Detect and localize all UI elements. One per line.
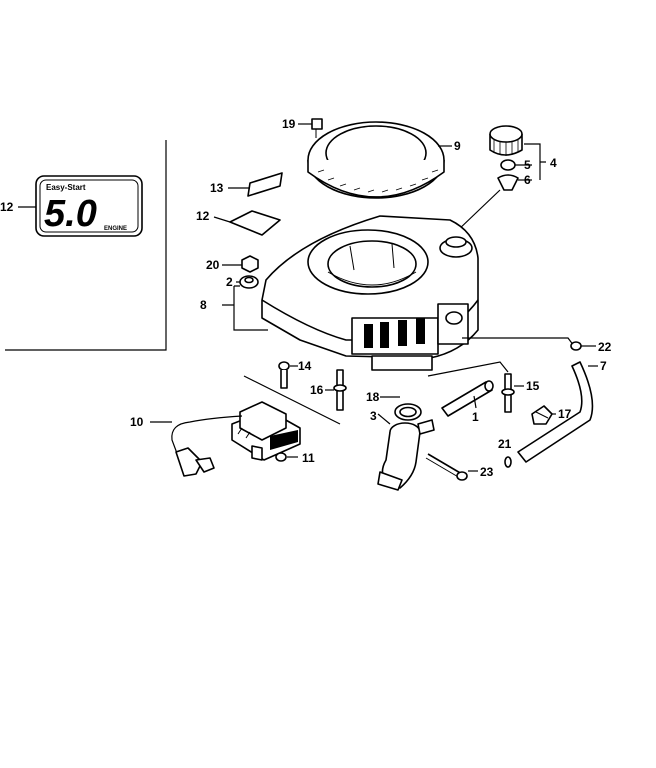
decal-line2-text: ENGINE (104, 226, 127, 232)
label-12-inset: 12 (0, 200, 14, 214)
label-13: 13 (210, 181, 224, 195)
screw-23 (425, 453, 478, 481)
label-18: 18 (366, 390, 380, 404)
label-20: 20 (206, 258, 220, 272)
decal-brand-text: Easy-Start (46, 183, 86, 192)
label-6: 6 (524, 173, 531, 187)
label-10: 10 (130, 415, 144, 429)
label-19: 19 (282, 117, 296, 131)
label-3: 3 (370, 409, 377, 423)
blower-housing (261, 215, 479, 371)
fuel-filter-screen (497, 174, 532, 191)
label-12: 12 (196, 209, 210, 223)
decal-5-0: Easy-Start 5.0 ENGINE (35, 175, 143, 237)
label-11: 11 (302, 451, 315, 465)
part-21 (504, 456, 512, 468)
label-21: 21 (498, 437, 512, 451)
label-9: 9 (454, 139, 461, 153)
fuel-cap-gasket (500, 159, 532, 171)
gasket-18 (380, 396, 422, 421)
label-16: 16 (310, 383, 324, 397)
part-labels: 19 9 4 5 6 13 12 12 20 2 8 22 14 7 16 15… (0, 117, 612, 479)
screw-14 (278, 361, 298, 389)
label-2: 2 (226, 275, 233, 289)
bolt-19 (298, 118, 323, 138)
intake-elbow (377, 413, 435, 491)
clamp-17 (531, 405, 556, 425)
screw-11 (275, 452, 298, 462)
label-1: 1 (472, 410, 479, 424)
label-15: 15 (526, 379, 540, 393)
decal-number-text: 5.0 (44, 193, 97, 235)
ignition-coil (150, 401, 301, 477)
fuel-cap-bracket (524, 143, 546, 180)
label-7: 7 (600, 359, 607, 373)
decal-plate (213, 210, 281, 236)
label-4: 4 (550, 156, 557, 170)
breather-tube (517, 361, 598, 463)
decal-strip (228, 172, 283, 197)
stud-15 (501, 373, 524, 413)
fuel-cap (489, 125, 523, 156)
label-23: 23 (480, 465, 494, 479)
label-5: 5 (524, 158, 531, 172)
decal-inset: Easy-Start 5.0 ENGINE (5, 140, 167, 351)
nut-20 (222, 255, 259, 273)
bracket-8 (222, 285, 268, 331)
grommet-22 (570, 341, 596, 351)
stud-16 (325, 369, 347, 411)
label-14: 14 (298, 359, 312, 373)
label-17: 17 (558, 407, 572, 421)
grommet-2 (236, 275, 259, 289)
label-8: 8 (200, 298, 207, 312)
rewind-starter-housing (307, 121, 452, 199)
tube-1 (441, 380, 494, 417)
label-22: 22 (598, 340, 612, 354)
